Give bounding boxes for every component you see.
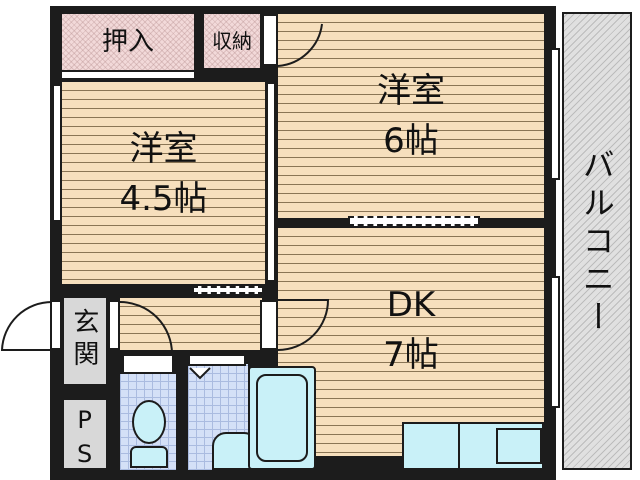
dk-door[interactable] <box>260 300 278 350</box>
kitchen-counter <box>402 422 460 470</box>
pipe-space-label: PS <box>70 406 99 474</box>
kitchen-sink-icon[interactable] <box>496 428 542 464</box>
western-room-6-size: 6帖 <box>383 121 439 161</box>
pipe-space: PS <box>64 400 106 474</box>
dining-kitchen: DK 7帖 <box>278 228 544 456</box>
front-door[interactable] <box>50 300 62 350</box>
front-door-swing-icon <box>0 300 53 351</box>
washroom-door[interactable] <box>188 354 246 366</box>
western-room-4-5-name: 洋室 <box>129 129 198 169</box>
closet-sliding-door[interactable] <box>62 70 194 80</box>
dk-door-swing-icon <box>277 299 330 351</box>
balcony-label: バルコニー <box>577 148 616 338</box>
dk-window[interactable] <box>550 276 560 408</box>
western-room-6-window[interactable] <box>550 48 560 180</box>
hall-sliding-door[interactable] <box>192 286 264 294</box>
toilet-door-swing-icon <box>119 301 173 355</box>
western-room-4-5-window[interactable] <box>52 84 62 222</box>
storage-door[interactable] <box>262 14 278 66</box>
entrance-area: 玄関 <box>64 298 106 384</box>
storage-label: 収納 <box>212 29 252 53</box>
western-room-6: 洋室 6帖 <box>278 14 544 218</box>
sliding-door-6-dk[interactable] <box>348 216 480 226</box>
toilet-bowl-icon <box>132 400 166 444</box>
toilet-tank-icon <box>130 446 168 468</box>
hall-door[interactable] <box>108 300 120 350</box>
closet-area: 押入 <box>62 14 194 70</box>
closet-label: 押入 <box>101 27 154 57</box>
western-room-6-name: 洋室 <box>377 71 445 111</box>
western-room-4-5-size: 4.5帖 <box>119 179 208 219</box>
bathtub-inner <box>256 374 308 462</box>
dk-size: 7帖 <box>383 335 439 375</box>
bathtub-icon[interactable] <box>248 366 316 470</box>
partition-4-5-6[interactable] <box>266 82 276 282</box>
entrance-label: 玄関 <box>68 308 99 372</box>
dk-name: DK <box>386 285 436 325</box>
balcony: バルコニー <box>562 12 632 470</box>
storage-door-swing-icon <box>277 23 323 67</box>
toilet-door[interactable] <box>122 354 174 374</box>
western-room-4-5: 洋室 4.5帖 <box>62 82 265 284</box>
storage-area: 収納 <box>204 14 260 68</box>
drain-arrow-icon <box>189 367 211 380</box>
